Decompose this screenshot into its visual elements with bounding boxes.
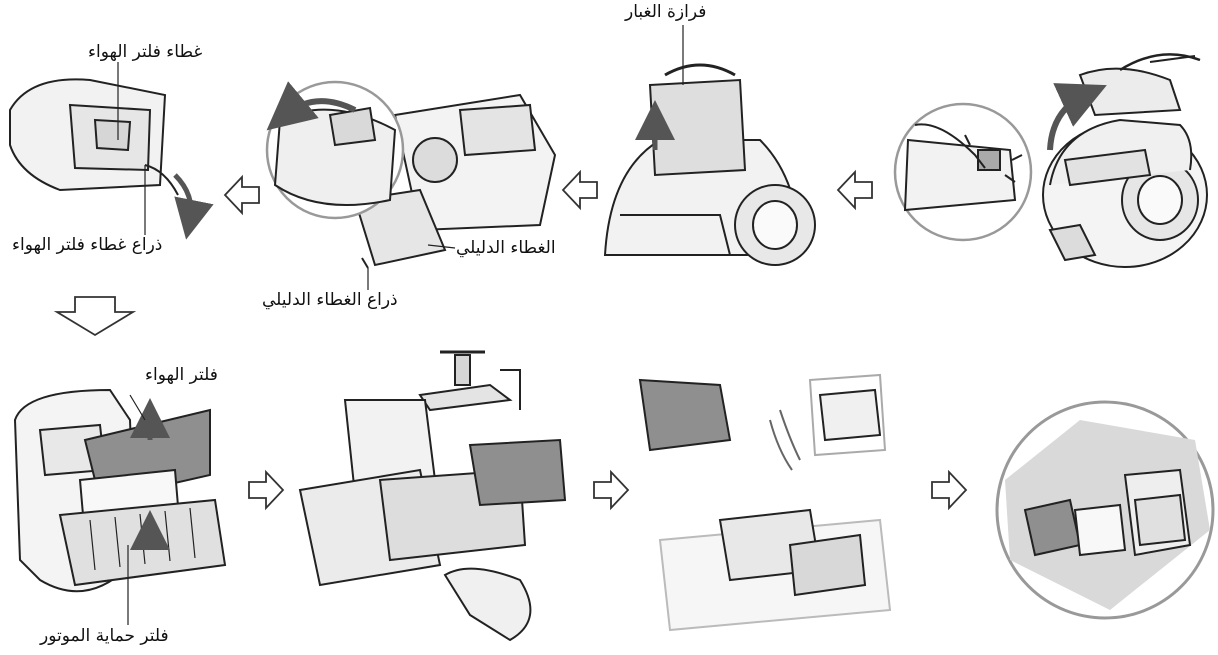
filter-removal-illustration [15, 390, 225, 591]
step-arrow-2 [563, 172, 597, 208]
step-arrow-3 [225, 177, 259, 213]
dust-separator-lift-illustration [605, 65, 815, 265]
shake-dry-illustration [640, 375, 890, 630]
step-arrow-4 [249, 472, 283, 508]
step-arrow-6 [932, 472, 966, 508]
step-arrow-5 [594, 472, 628, 508]
label-air-filter-cover: غطاء فلتر الهواء [88, 44, 202, 61]
latch-button-zoom [895, 104, 1031, 240]
label-motor-protection-filter: فلتر حماية الموتور [40, 628, 169, 645]
rinse-under-tap-illustration [300, 352, 565, 640]
label-air-filter: فلتر الهواء [145, 367, 218, 384]
air-filter-cover-illustration [10, 79, 178, 195]
label-dust-separator: فرازة الغبار [625, 4, 706, 21]
step-arrow-1 [838, 172, 872, 208]
label-guide-cover-lever: ذراع الغطاء الدليلي [262, 292, 398, 309]
label-guide-cover: الغطاء الدليلي [456, 240, 556, 257]
lever-pull-arrow [175, 175, 191, 220]
vacuum-open-lid-illustration [1043, 54, 1207, 267]
label-air-filter-cover-lever: ذراع غطاء فلتر الهواء [12, 237, 162, 254]
step-arrow-down [57, 297, 133, 335]
reassembled-result-zoom [997, 402, 1213, 618]
